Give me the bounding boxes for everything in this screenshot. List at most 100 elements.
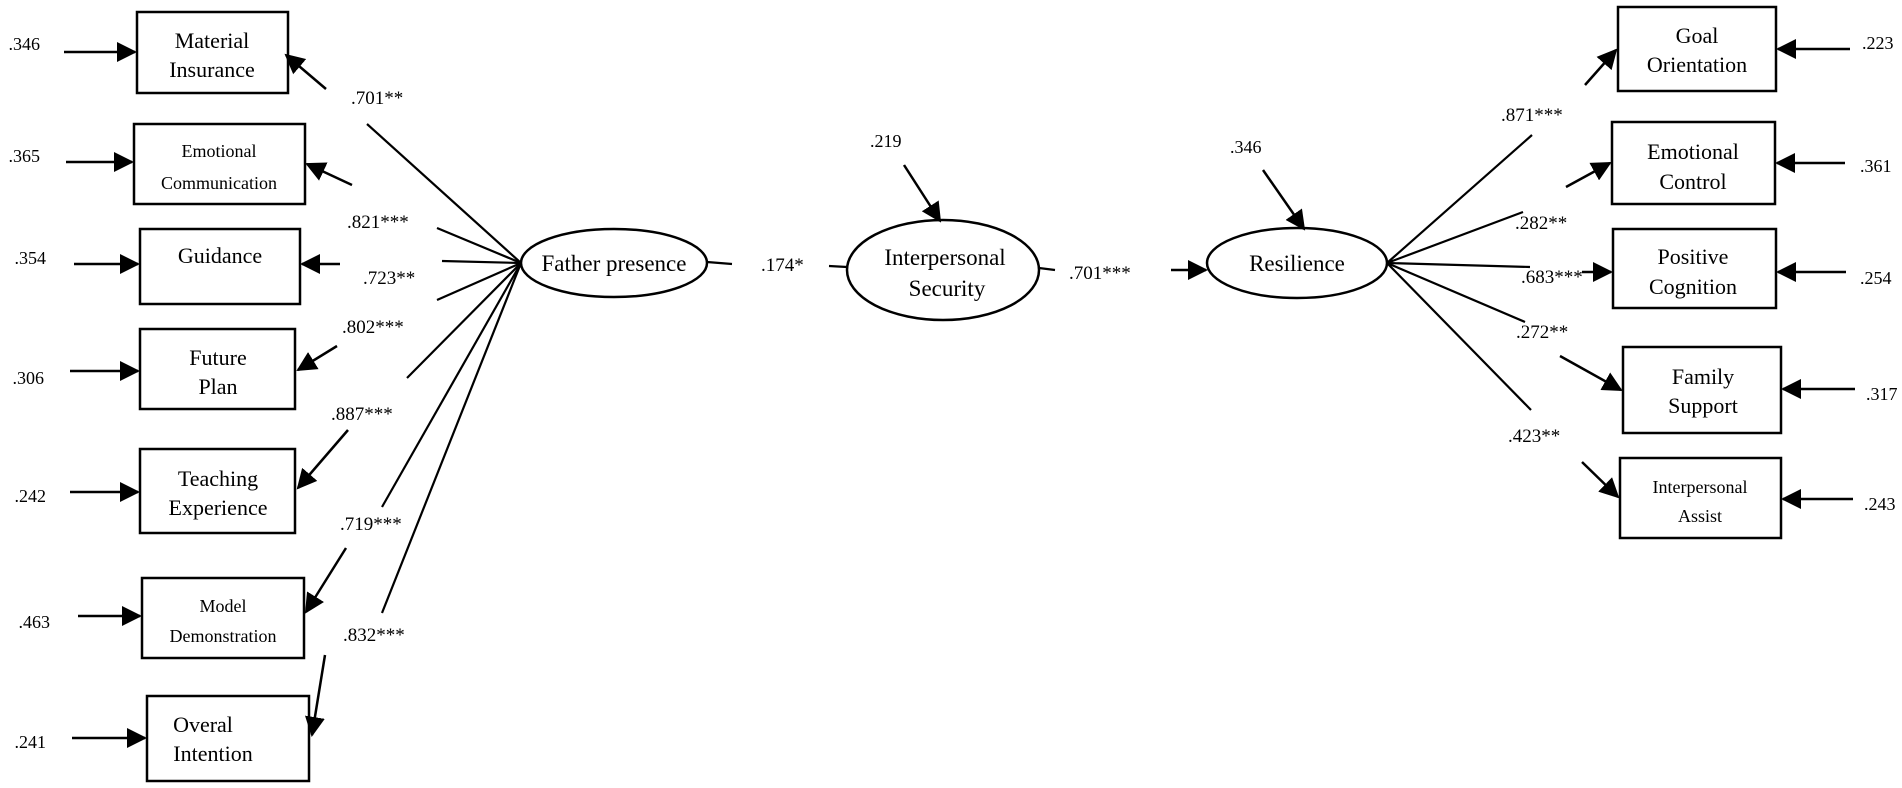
indicator-label-line: Communication — [161, 173, 277, 193]
indicator-label-line: Family — [1672, 364, 1734, 389]
loading-coefficient: .832*** — [343, 625, 405, 646]
left-indicator-future-plan: Future Plan .306 .802*** — [13, 261, 522, 411]
indicator-label-line: Overal — [173, 712, 233, 737]
path-father-to-security: .174* — [706, 255, 848, 276]
loading-arrow-head — [304, 547, 348, 614]
latent-label-line: Security — [909, 276, 986, 301]
indicator-label-line: Positive — [1658, 244, 1729, 269]
loading-arrow-head — [284, 53, 327, 90]
indicator-label-line: Control — [1659, 169, 1726, 194]
loading-arrow-head — [296, 344, 338, 372]
loading-arrow-head — [1565, 161, 1612, 189]
residual-variance: .219 — [870, 131, 902, 151]
residual-variance: .346 — [1230, 137, 1262, 157]
latent-label-line: Interpersonal — [884, 245, 1005, 270]
latent-interpersonal-security: Interpersonal Security .219 — [845, 131, 1041, 322]
error-variance: .243 — [1864, 494, 1896, 514]
loading-path — [1386, 210, 1524, 265]
loading-arrow-head — [305, 162, 353, 187]
loading-coefficient: .282** — [1515, 213, 1567, 234]
latent-label: Resilience — [1249, 251, 1345, 276]
loading-path — [1386, 261, 1526, 324]
loading-path — [380, 262, 523, 614]
loading-coefficient: .723** — [363, 268, 415, 289]
loading-coefficient: .423** — [1508, 426, 1560, 447]
error-variance: .361 — [1860, 156, 1892, 176]
error-variance: .306 — [13, 368, 45, 388]
error-variance: .254 — [1860, 268, 1892, 288]
indicator-label-line: Assist — [1678, 506, 1722, 526]
left-indicator-overal-intention: Overal Intention .241 .832*** — [15, 262, 523, 783]
right-indicator-positive-cognition: Positive Cognition .683*** .254 — [1386, 227, 1892, 310]
indicator-label-line: Support — [1668, 393, 1738, 418]
indicator-label-line: Plan — [198, 374, 237, 399]
structural-path — [1038, 266, 1056, 272]
indicator-label-line: Orientation — [1647, 52, 1747, 77]
path-coefficient: .174* — [761, 255, 804, 276]
indicator-label-line: Intention — [173, 741, 252, 766]
indicator-label-line: Emotional — [1647, 139, 1739, 164]
indicator-label-line: Insurance — [169, 57, 255, 82]
loading-coefficient: .802*** — [342, 317, 404, 338]
loading-coefficient: .701** — [351, 88, 403, 109]
path-coefficient: .701*** — [1069, 263, 1131, 284]
error-variance: .223 — [1862, 33, 1894, 53]
indicator-label-line: Demonstration — [170, 626, 277, 646]
left-indicator-teaching-experience: Teaching Experience .242 .887*** — [15, 262, 522, 535]
latent-label: Father presence — [542, 251, 687, 276]
indicator-label-line: Interpersonal — [1653, 477, 1748, 497]
indicator-label-line: Future — [189, 345, 246, 370]
right-indicator-goal-orientation: Goal Orientation .871*** .223 — [1386, 5, 1894, 264]
loading-coefficient: .821*** — [347, 212, 409, 233]
left-indicator-model-demonstration: Model Demonstration .463 .719*** — [19, 262, 522, 660]
structural-path — [706, 260, 733, 266]
loading-path — [366, 123, 522, 264]
residual-arrow — [1261, 169, 1306, 231]
error-variance: .241 — [15, 732, 47, 752]
indicator-label-line: Emotional — [182, 141, 257, 161]
indicator-label-line: Experience — [169, 495, 268, 520]
loading-coefficient: .887*** — [331, 404, 393, 425]
indicator-label-line: Guidance — [178, 243, 262, 268]
loading-arrow-head — [1559, 354, 1623, 392]
loading-path — [406, 262, 522, 379]
error-variance: .242 — [15, 486, 47, 506]
latent-resilience: Resilience .346 — [1205, 137, 1389, 300]
indicator-label-line: Goal — [1676, 23, 1719, 48]
loading-coefficient: .719*** — [340, 514, 402, 535]
indicator-label-line: Model — [200, 596, 247, 616]
loading-arrow-head — [296, 429, 349, 490]
loading-path — [436, 226, 522, 265]
left-indicator-guidance: Guidance .354 .723** — [15, 227, 522, 306]
left-indicator-emotional-communication: Emotional Communication .365 .821*** — [9, 122, 522, 265]
path-security-to-resilience: .701*** — [1038, 260, 1208, 284]
loading-coefficient: .683*** — [1521, 267, 1583, 288]
loading-arrow-head — [305, 654, 327, 737]
residual-arrow — [902, 164, 942, 223]
left-indicator-material-insurance: Material Insurance .346 .701** — [9, 10, 522, 264]
loading-arrow-head — [1584, 48, 1618, 86]
error-variance: .346 — [9, 34, 41, 54]
loading-path — [1386, 262, 1532, 411]
error-variance: .354 — [15, 248, 47, 268]
loading-coefficient: .272** — [1516, 322, 1568, 343]
error-variance: .365 — [9, 146, 41, 166]
structural-path — [828, 264, 848, 269]
indicator-label-line: Material — [175, 28, 250, 53]
right-indicator-family-support: Family Support .272** .317 — [1386, 261, 1898, 435]
loading-path — [436, 261, 522, 302]
indicator-label-line: Cognition — [1649, 274, 1737, 299]
loading-path — [1386, 261, 1531, 269]
loading-arrow-head — [1581, 461, 1620, 499]
latent-father-presence: Father presence — [519, 227, 709, 299]
loading-path — [441, 259, 522, 265]
error-variance: .463 — [19, 612, 51, 632]
indicator-label-line: Teaching — [178, 466, 258, 491]
loading-path — [381, 262, 522, 508]
loading-coefficient: .871*** — [1501, 105, 1563, 126]
loading-path — [1386, 134, 1533, 264]
error-variance: .317 — [1866, 384, 1898, 404]
right-indicator-emotional-control: Emotional Control .282** .361 — [1386, 120, 1892, 265]
right-indicator-interpersonal-assist: Interpersonal Assist .423** .243 — [1386, 262, 1896, 540]
